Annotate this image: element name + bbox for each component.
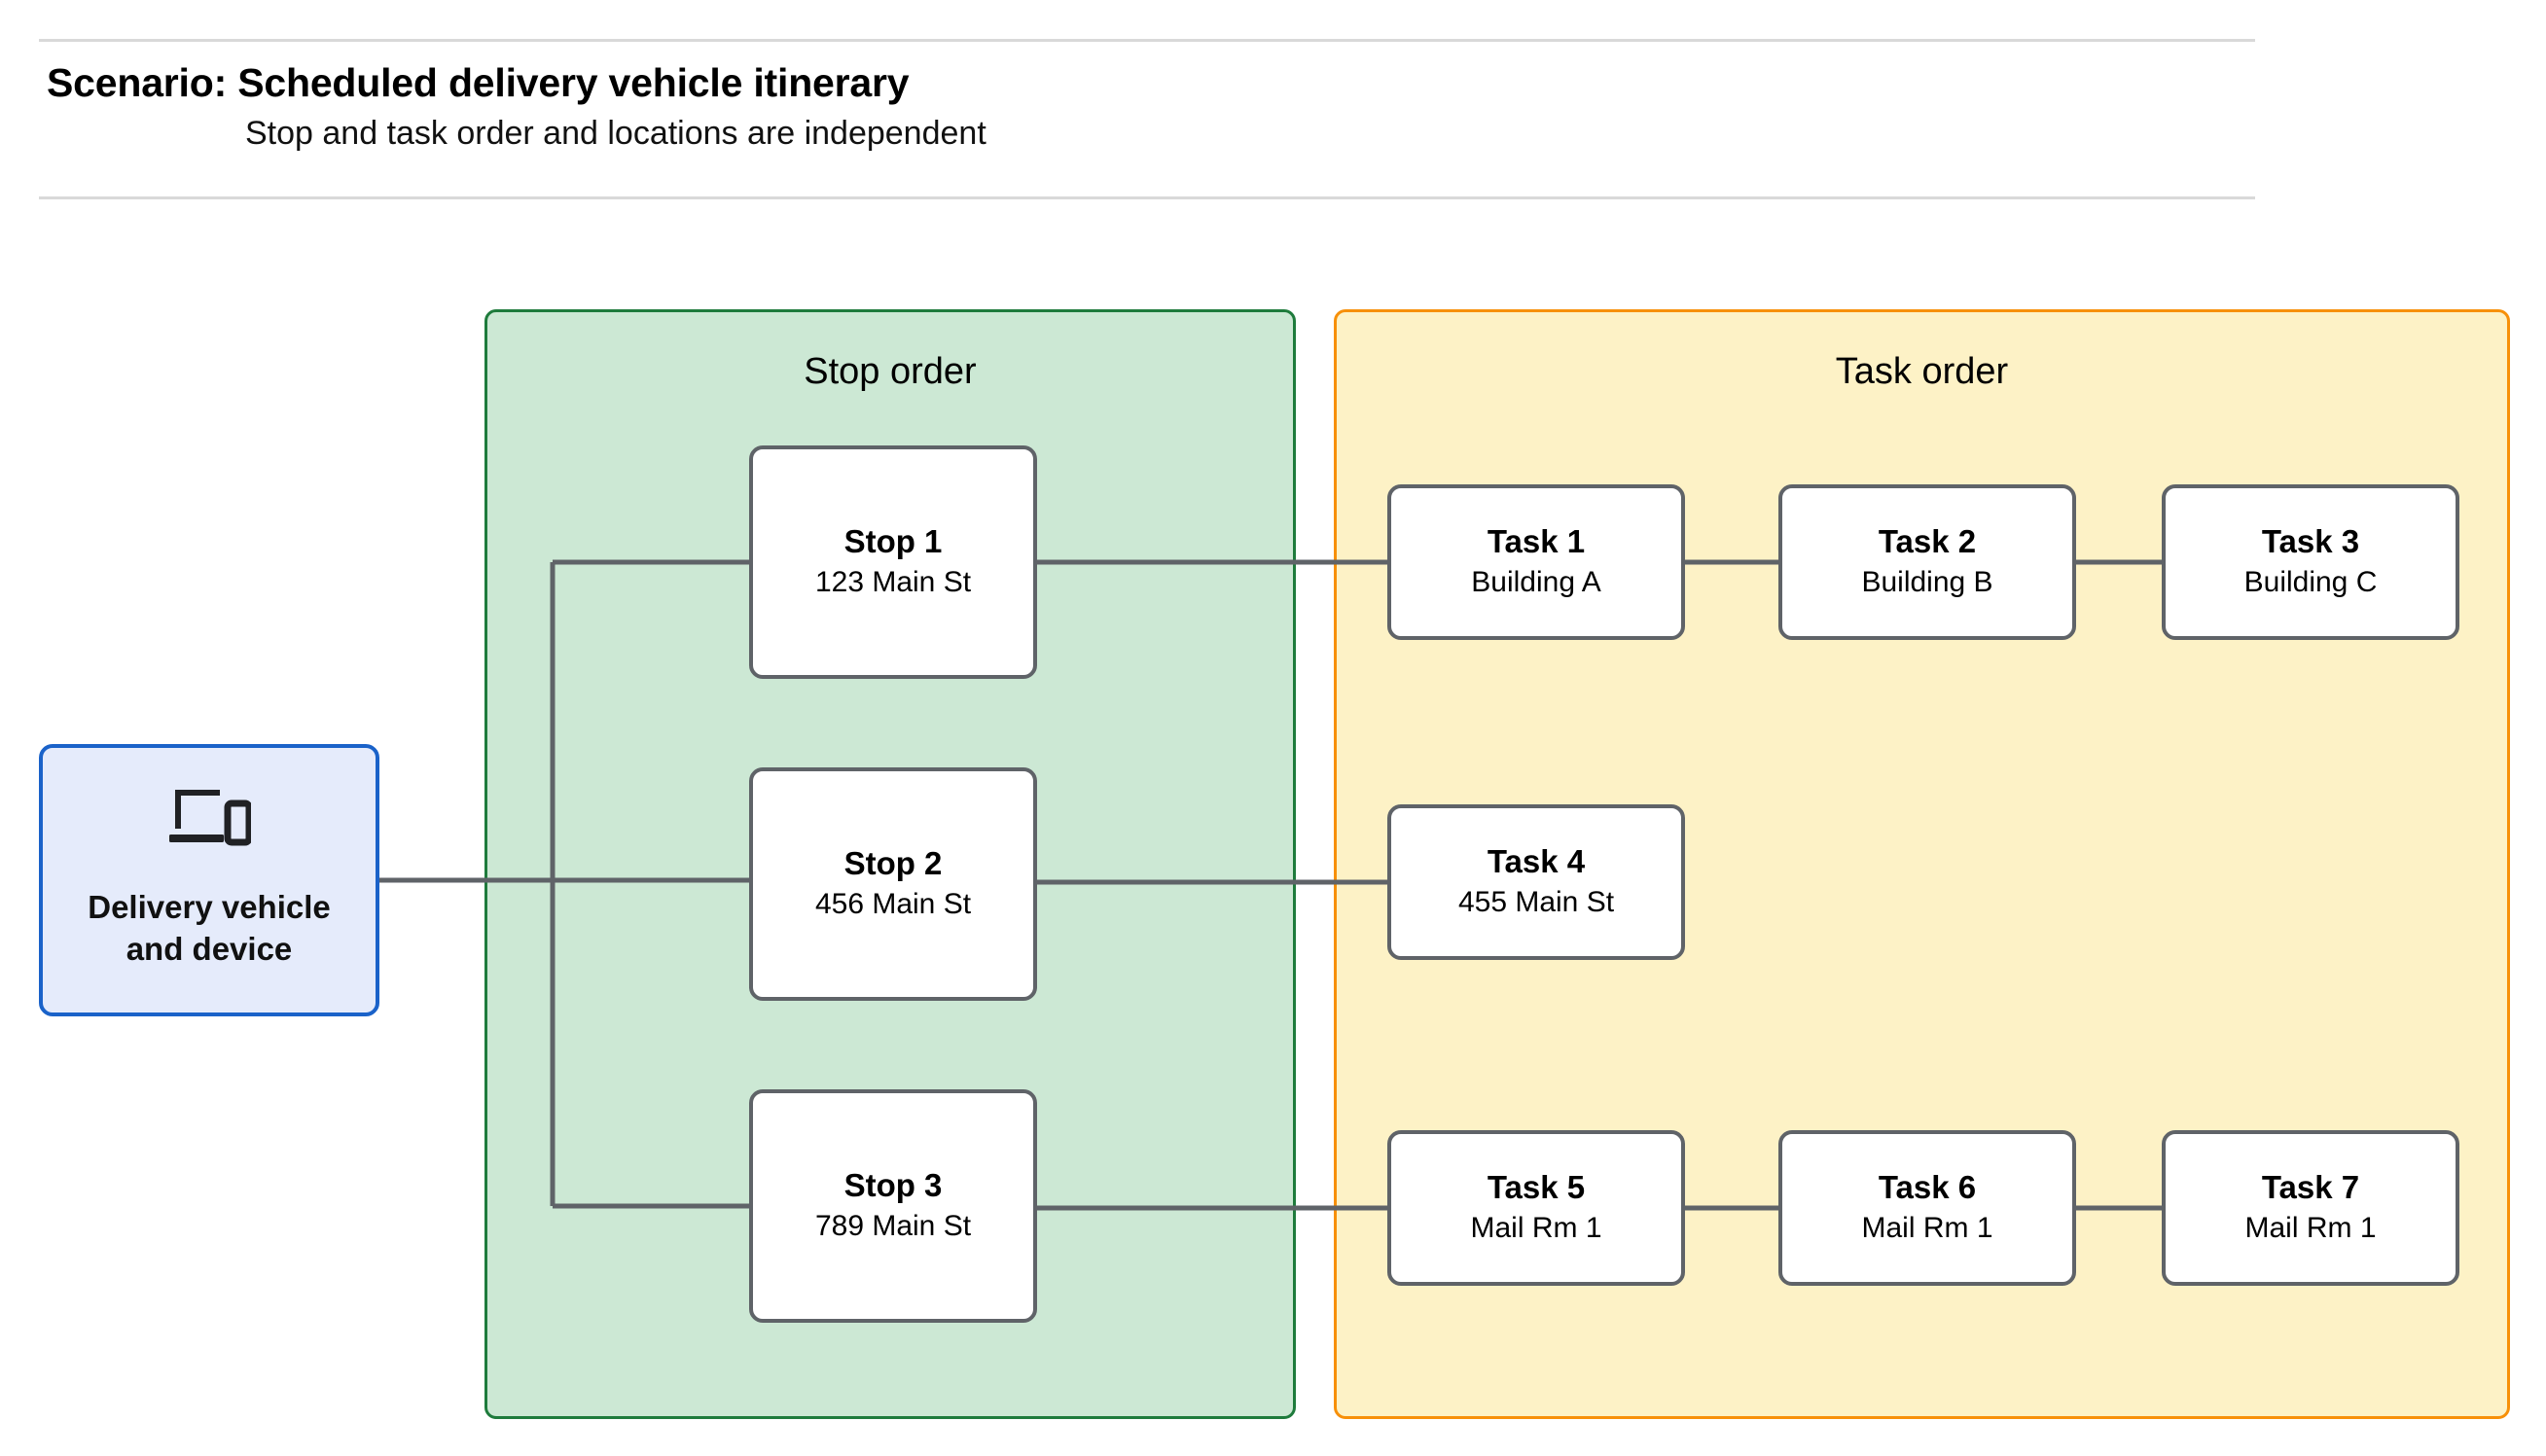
stop-node-1[interactable]: Stop 1 123 Main St	[749, 445, 1037, 679]
header-divider-top	[39, 39, 2255, 42]
stop-node-address: 456 Main St	[814, 888, 972, 921]
task-node-title: Task 7	[2261, 1169, 2360, 1206]
header-divider-bottom	[39, 196, 2255, 199]
task-order-title: Task order	[1835, 351, 2009, 392]
stop-node-title: Stop 3	[843, 1167, 943, 1204]
task-node-title: Task 5	[1487, 1169, 1586, 1206]
page-subtitle: Stop and task order and locations are in…	[245, 115, 986, 152]
delivery-vehicle-node[interactable]: Delivery vehicle and device	[39, 744, 379, 1016]
task-node-2[interactable]: Task 2 Building B	[1778, 484, 2076, 640]
delivery-vehicle-label: Delivery vehicle and device	[88, 887, 331, 971]
task-node-title: Task 1	[1487, 523, 1586, 560]
stop-node-title: Stop 1	[843, 523, 943, 560]
task-node-title: Task 2	[1878, 523, 1977, 560]
task-node-5[interactable]: Task 5 Mail Rm 1	[1387, 1130, 1685, 1286]
stop-node-address: 789 Main St	[814, 1210, 972, 1243]
task-node-title: Task 3	[2261, 523, 2360, 560]
delivery-vehicle-label-line-2: and device	[126, 931, 293, 967]
task-node-6[interactable]: Task 6 Mail Rm 1	[1778, 1130, 2076, 1286]
task-node-location: Building A	[1471, 566, 1601, 599]
task-node-1[interactable]: Task 1 Building A	[1387, 484, 1685, 640]
delivery-vehicle-label-line-1: Delivery vehicle	[88, 889, 331, 926]
task-node-4[interactable]: Task 4 455 Main St	[1387, 804, 1685, 960]
task-node-title: Task 4	[1487, 843, 1586, 880]
task-node-title: Task 6	[1878, 1169, 1977, 1206]
page-title: Scenario: Scheduled delivery vehicle iti…	[47, 60, 910, 105]
task-node-location: Mail Rm 1	[1861, 1212, 1993, 1245]
task-node-3[interactable]: Task 3 Building C	[2162, 484, 2459, 640]
devices-icon	[169, 790, 251, 846]
stop-node-title: Stop 2	[843, 845, 943, 882]
stop-order-title: Stop order	[804, 351, 977, 392]
task-node-7[interactable]: Task 7 Mail Rm 1	[2162, 1130, 2459, 1286]
task-node-location: Mail Rm 1	[2244, 1212, 2377, 1245]
stop-node-3[interactable]: Stop 3 789 Main St	[749, 1089, 1037, 1323]
task-node-location: Mail Rm 1	[1470, 1212, 1602, 1245]
stop-node-2[interactable]: Stop 2 456 Main St	[749, 767, 1037, 1001]
task-node-location: Building C	[2243, 566, 2378, 599]
task-node-location: 455 Main St	[1457, 886, 1615, 919]
stop-node-address: 123 Main St	[814, 566, 972, 599]
task-node-location: Building B	[1861, 566, 1993, 599]
